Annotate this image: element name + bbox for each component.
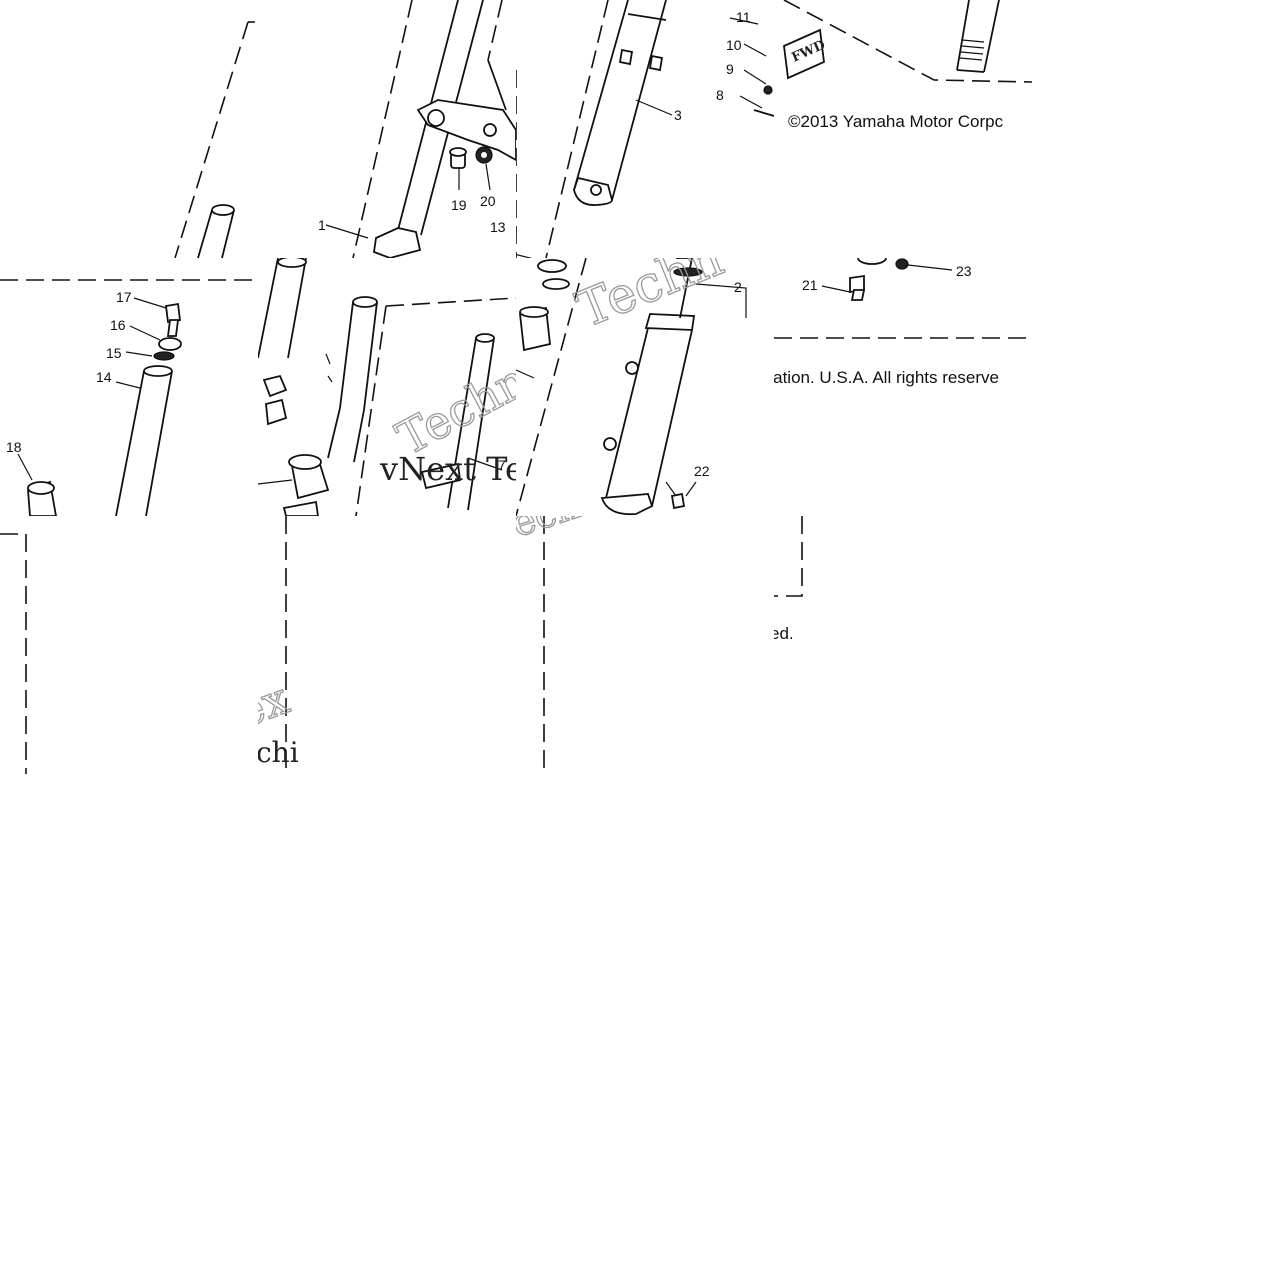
watermark-fragment-a: ex: [258, 673, 296, 738]
callout-7: 7: [498, 457, 506, 473]
callout-13: 13: [490, 219, 506, 235]
callout-22: 22: [694, 463, 710, 479]
callout-18: 18: [6, 439, 22, 455]
tile-bottom-right: Techn: [516, 516, 774, 774]
tile-mid-far-right: 21 23 oration. U.S.A. All rights reserve: [774, 258, 1032, 516]
callout-23: 23: [956, 263, 972, 279]
callout-8: 8: [716, 87, 724, 103]
callout-9: 9: [726, 61, 734, 77]
callout-10: 10: [726, 37, 742, 53]
watermark-outline-a: Techn: [388, 353, 516, 466]
callout-20: 20: [480, 193, 496, 209]
tile-bottom-center: ex chi: [258, 516, 516, 774]
callout-11: 11: [736, 9, 751, 25]
callout-19: 19: [451, 197, 467, 213]
tile-top-left: [0, 0, 258, 258]
callout-2: 2: [734, 279, 742, 295]
tile-mid-center: 7 Techn vNext Te: [258, 258, 516, 516]
callout-15: 15: [106, 345, 122, 361]
callout-3: 3: [674, 107, 682, 123]
callout-17: 17: [116, 289, 132, 305]
copyright-line-2: oration. U.S.A. All rights reserve: [774, 368, 999, 387]
callout-1: 1: [318, 217, 326, 233]
tile-top-mid-right: 3 11 10 9 8 12: [516, 0, 774, 258]
tile-mid-left: 17 16 15 14 18: [0, 258, 258, 516]
watermark-fragment-b: chi: [258, 736, 299, 769]
copyright-line-1: ©2013 Yamaha Motor Corpc: [788, 112, 1004, 131]
callout-16: 16: [110, 317, 126, 333]
tile-mid-right: 2 22 Techn: [516, 258, 774, 516]
tile-top-mid-left: 19 20 1 13: [258, 0, 516, 258]
tile-bottom-left: [0, 516, 258, 774]
tile-bottom-far-right: ed.: [774, 516, 1032, 648]
tile-top-right: FWD ©2013 Yamaha Motor Corpc: [774, 0, 1032, 258]
watermark-outline-c: Techn: [516, 516, 608, 553]
copyright-line-3: ed.: [774, 624, 794, 643]
callout-21: 21: [802, 277, 818, 293]
watermark-text-a: vNext Te: [379, 450, 516, 488]
callout-14: 14: [96, 369, 112, 385]
